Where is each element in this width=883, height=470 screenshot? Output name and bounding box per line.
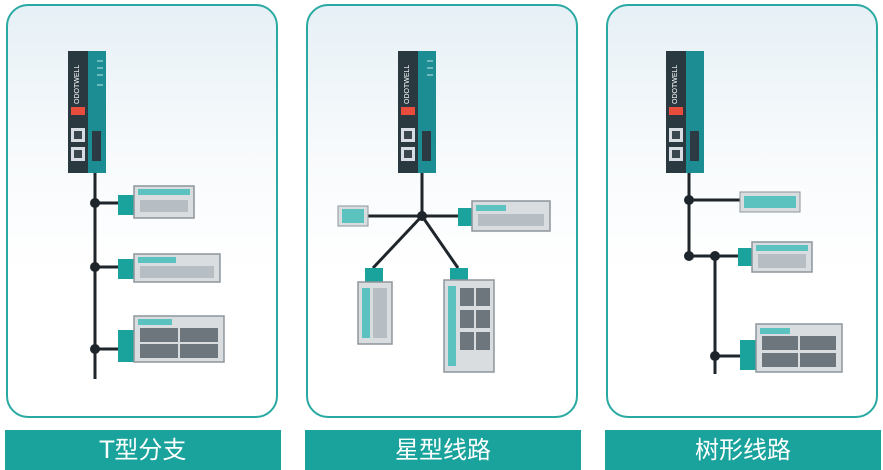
star-diagram: ODOTWELL (337, 51, 551, 373)
gateway-brand-label: ODOTWELL (672, 65, 679, 104)
io-module (118, 253, 221, 283)
io-module (118, 185, 195, 219)
io-module (443, 268, 495, 373)
panel-tree: ODOTWELL (606, 4, 878, 418)
gateway-brand-label: ODOTWELL (74, 65, 81, 104)
io-module (738, 241, 813, 273)
gateway: ODOTWELL (666, 51, 704, 173)
io-module (357, 268, 393, 345)
gateway: ODOTWELL (68, 51, 106, 173)
caption-tree: 树形线路 (605, 430, 881, 470)
t-branch-diagram: ODOTWELL (68, 51, 225, 379)
gateway: ODOTWELL (398, 51, 436, 173)
io-module (739, 191, 801, 213)
tree-diagram: ODOTWELL (666, 51, 843, 374)
panel-star: ODOTWELL (306, 4, 578, 418)
io-module (458, 200, 551, 232)
gateway-brand-label: ODOTWELL (404, 65, 411, 104)
caption-t-branch: T型分支 (5, 430, 281, 470)
io-module (118, 315, 225, 363)
io-module (337, 205, 369, 227)
io-module (740, 323, 843, 373)
panel-t-branch: ODOTWELL (6, 4, 278, 418)
caption-star: 星型线路 (305, 430, 581, 470)
